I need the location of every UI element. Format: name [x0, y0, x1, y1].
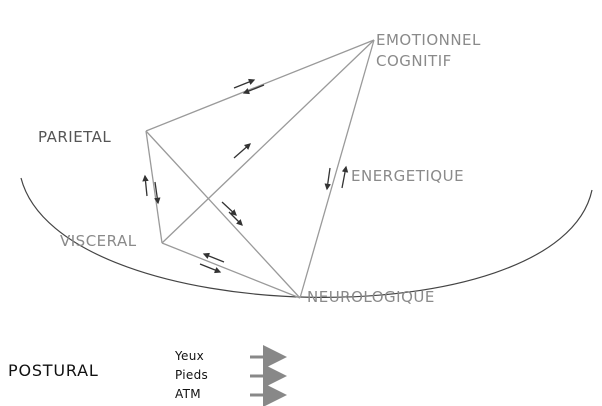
arrow-diag-up [233, 143, 251, 159]
label-cognitif: COGNITIF [376, 52, 452, 70]
input-atm: ATM [175, 387, 201, 401]
label-visceral: VISCERAL [60, 232, 137, 250]
label-energetique: ENERGETIQUE [351, 167, 464, 185]
arrow-to-visceral [154, 181, 161, 205]
arrow-to-visceral-n [202, 252, 225, 263]
arrow-to-emotionnel [233, 78, 256, 89]
label-postural: POSTURAL [8, 361, 99, 380]
arrow-to-neuro-v [199, 263, 222, 274]
input-pieds: Pieds [175, 368, 208, 382]
input-yeux: Yeux [174, 349, 204, 363]
arrow-down-energetique [324, 167, 331, 191]
line-neurologique-emotionnel [299, 39, 375, 299]
input-arrows [250, 345, 287, 406]
line-visceral-neurologique [161, 242, 301, 299]
line-parietal-neurologique [145, 130, 301, 299]
connections [145, 39, 375, 299]
flow-arrows [142, 78, 349, 274]
label-parietal: PARIETAL [38, 128, 111, 146]
line-parietal-visceral [145, 130, 163, 244]
label-emotionnel: EMOTIONNEL [376, 31, 481, 49]
label-neurologique: NEUROLOGIQUE [307, 288, 435, 306]
arrow-to-parietal [242, 84, 265, 95]
arrow-to-parietal-v [142, 174, 149, 197]
arrow-to-neuro-2 [228, 211, 243, 226]
line-visceral-emotionnel [161, 39, 375, 244]
arrow-to-neuro-1 [221, 201, 237, 216]
arrow-up-energetique [341, 165, 349, 189]
postural-arc [20, 177, 593, 298]
line-parietal-emotionnel [145, 39, 375, 132]
